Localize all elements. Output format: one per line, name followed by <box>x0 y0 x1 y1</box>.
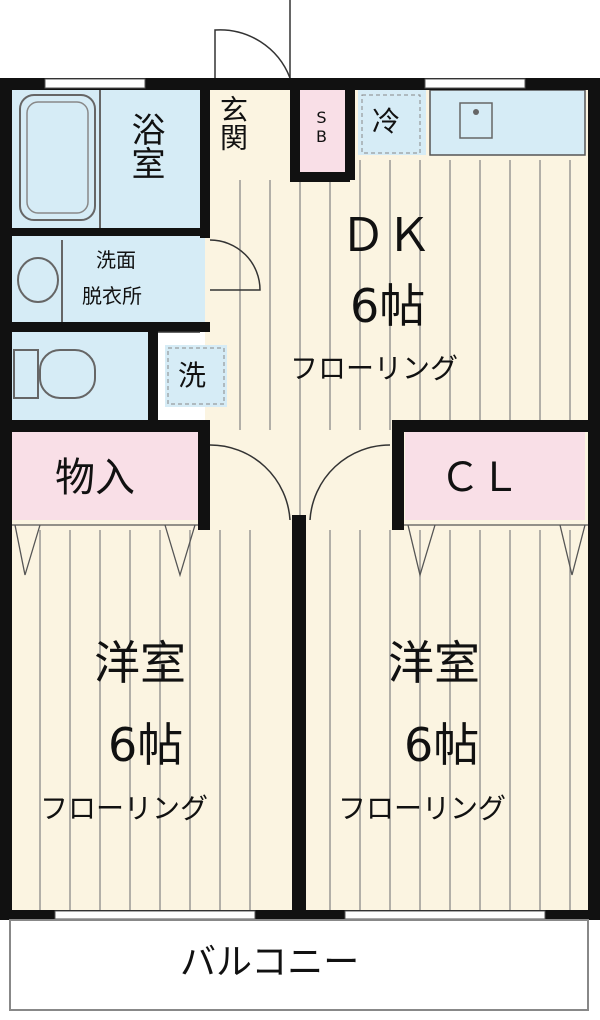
balcony-area <box>9 919 589 1011</box>
closet-area <box>405 430 585 520</box>
washroom-label-1: 洗面 <box>96 248 136 272</box>
bath-label: 浴室 <box>125 112 165 180</box>
shoe-box-area <box>300 90 345 175</box>
west-room-size: 6帖 <box>108 718 184 772</box>
washroom-area <box>10 235 205 330</box>
fridge-area <box>358 90 426 155</box>
toilet-area <box>10 330 155 420</box>
east-room-name: 洋室 <box>388 636 480 690</box>
dk-size: 6帖 <box>350 279 426 333</box>
wash-basin <box>17 257 59 303</box>
east-room-size: 6帖 <box>404 718 480 772</box>
fridge-label: 冷 <box>372 105 401 138</box>
washer-label: 洗 <box>178 359 207 392</box>
closet-label: ＣＬ <box>440 455 520 501</box>
sink <box>459 102 493 139</box>
floor-lines <box>39 160 571 915</box>
dk-name: ＤＫ <box>340 208 432 262</box>
washer-area <box>165 345 227 407</box>
east-room-floor <box>298 520 590 915</box>
bathtub <box>19 94 96 221</box>
toilet <box>39 349 96 399</box>
entrance-area <box>210 90 300 175</box>
kitchen-counter <box>429 89 586 156</box>
storage-label: 物入 <box>55 455 135 501</box>
dk-floor-label: フローリング <box>290 352 459 385</box>
storage-area <box>10 430 200 520</box>
west-room-floor-label: フローリング <box>40 792 209 825</box>
entrance-label: 玄関 <box>216 95 249 151</box>
balcony-label: バルコニー <box>180 942 360 983</box>
east-room-floor-label: フローリング <box>338 792 507 825</box>
west-room-name: 洋室 <box>94 636 186 690</box>
washroom-label-2: 脱衣所 <box>82 284 142 308</box>
doors <box>158 0 391 521</box>
closet-doors <box>12 524 588 578</box>
shoe-box-label: SB <box>312 108 331 146</box>
